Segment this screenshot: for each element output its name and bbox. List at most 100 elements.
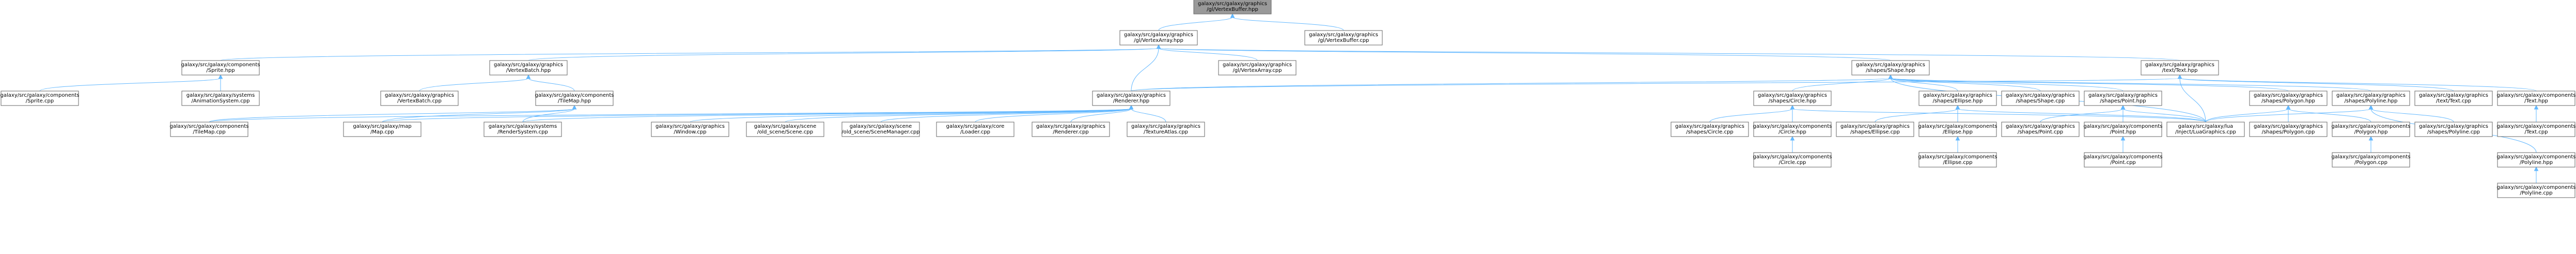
node-file[interactable]: galaxy/src/galaxy/components/Sprite.cpp [1, 91, 80, 106]
node-label-line: /Circle.cpp [1779, 160, 1806, 166]
node-label-line: galaxy/src/galaxy/components [2497, 154, 2576, 160]
node-label-line: galaxy/src/galaxy/graphics [2006, 124, 2075, 129]
node-file[interactable]: galaxy/src/galaxy/lua/Inject/LuaGraphics… [2166, 122, 2245, 137]
include-edge [220, 44, 1161, 61]
node-label-line: galaxy/src/galaxy/components [2497, 124, 2576, 129]
node-file[interactable]: galaxy/src/galaxy/components/Ellipse.cpp [1918, 152, 1997, 168]
node-file[interactable]: galaxy/src/galaxy/components/Polygon.hpp [2332, 122, 2411, 137]
node-label-line: galaxy/src/galaxy/components [2497, 185, 2576, 190]
node-file[interactable]: galaxy/src/galaxy/graphics/shapes/Point.… [2001, 122, 2080, 137]
include-edge [2120, 136, 2126, 153]
node-file[interactable]: galaxy/src/galaxy/graphics/gl/VertexArra… [1218, 60, 1297, 76]
include-edge [2040, 104, 2126, 123]
node-file[interactable]: galaxy/src/galaxy/graphics/shapes/Ellips… [1836, 122, 1914, 137]
node-file[interactable]: galaxy/src/galaxy/graphics/text/Text.cpp [2414, 91, 2493, 106]
node-box [343, 122, 421, 137]
node-label-line: galaxy/src/galaxy/components [1918, 154, 1997, 160]
include-edge [1070, 104, 1134, 123]
include-edge [1156, 44, 1891, 61]
node-file[interactable]: galaxy/src/galaxy/graphics/shapes/Polyli… [2332, 91, 2410, 106]
node-file[interactable]: galaxy/src/galaxy/graphics/gl/VertexArra… [1119, 30, 1198, 46]
node-file[interactable]: galaxy/src/galaxy/components/TileMap.cpp [170, 122, 249, 137]
include-edge [522, 104, 577, 123]
node-label-line: /shapes/Shape.hpp [1866, 68, 1915, 73]
include-edge [1156, 44, 2180, 61]
node-file[interactable]: galaxy/src/galaxy/components/TileMap.hpp [535, 91, 614, 106]
node-file[interactable]: galaxy/src/galaxy/graphics/text/Text.hpp [2141, 60, 2219, 76]
node-label-line: galaxy/src/galaxy/graphics [1675, 124, 1744, 129]
node-label-line: galaxy/src/galaxy/graphics [2145, 62, 2214, 68]
node-file[interactable]: galaxy/src/galaxy/graphics/Renderer.cpp [1032, 122, 1110, 137]
edge-arrowhead [1156, 44, 1161, 49]
node-file[interactable]: galaxy/src/galaxy/systems/RenderSystem.c… [483, 122, 562, 137]
node-box [2001, 122, 2080, 137]
node-file[interactable]: galaxy/src/galaxy/graphics/shapes/Circle… [1671, 122, 1749, 137]
node-file[interactable]: galaxy/src/galaxy/graphics/shapes/Shape.… [2001, 91, 2080, 106]
node-file[interactable]: galaxy/src/galaxy/scene/old_scene/Scene.… [746, 122, 824, 137]
node-file[interactable]: galaxy/src/galaxy/core/Loader.cpp [936, 122, 1014, 137]
node-box [1836, 122, 1914, 137]
node-label-line: galaxy/src/galaxy/scene [850, 124, 912, 129]
node-label-line: /Polygon.hpp [2354, 129, 2388, 135]
include-edge [528, 44, 1161, 61]
node-label-line: galaxy/src/galaxy/graphics [2254, 124, 2323, 129]
node-label-line: galaxy/src/galaxy/scene [754, 124, 817, 129]
node-file[interactable]: galaxy/src/galaxy/components/Point.cpp [2084, 152, 2163, 168]
node-file[interactable]: galaxy/src/galaxy/graphics/VertexBatch.c… [380, 91, 459, 106]
node-file[interactable]: galaxy/src/galaxy/components/Point.hpp [2084, 122, 2163, 137]
node-file[interactable]: galaxy/src/galaxy/graphics/shapes/Polygo… [2249, 91, 2328, 106]
node-label-line: /text/Text.cpp [2436, 98, 2471, 104]
node-file[interactable]: galaxy/src/galaxy/graphics/Window.cpp [651, 122, 729, 137]
node-label-line: /Ellipse.hpp [1943, 129, 1973, 135]
node-file[interactable]: galaxy/src/galaxy/graphics/gl/VertexBuff… [1304, 30, 1383, 46]
node-file[interactable]: galaxy/src/galaxy/components/Polygon.cpp [2332, 152, 2411, 168]
node-file[interactable]: galaxy/src/galaxy/graphics/VertexBatch.h… [489, 60, 568, 76]
node-label-line: galaxy/src/galaxy/graphics [1309, 32, 1378, 38]
node-file[interactable]: galaxy/src/galaxy/components/Polyline.cp… [2497, 183, 2576, 198]
node-file[interactable]: galaxy/src/galaxy/components/Circle.cpp [1753, 152, 1832, 168]
node-label-line: /shapes/Polygon.cpp [2262, 129, 2315, 135]
include-edge [1131, 44, 1161, 92]
node-box [489, 60, 568, 76]
node-file[interactable]: galaxy/src/galaxy/components/Polyline.hp… [2497, 152, 2576, 168]
node-file[interactable]: galaxy/src/galaxy/graphics/shapes/Shape.… [1851, 60, 1930, 76]
edge-arrowhead [526, 74, 531, 79]
node-label-line: /gl/VertexArray.cpp [1233, 68, 1282, 73]
edge-arrowhead [2368, 136, 2374, 141]
node-file[interactable]: galaxy/src/galaxy/graphics/shapes/Ellips… [1918, 91, 1997, 106]
include-edge [1888, 74, 1958, 92]
node-label-line: galaxy/src/galaxy/graphics [1036, 124, 1105, 129]
node-file[interactable]: galaxy/src/galaxy/scene/old_scene/SceneM… [841, 122, 920, 137]
edge-arrowhead [572, 104, 577, 110]
include-edge [1955, 104, 2206, 123]
node-label-line: /Sprite.cpp [26, 98, 54, 104]
node-box [2249, 122, 2328, 137]
include-edge [1158, 13, 1235, 31]
node-file[interactable]: galaxy/src/galaxy/graphics/shapes/Point.… [2084, 91, 2162, 106]
node-label-line: /Text.cpp [2525, 129, 2548, 135]
node-file[interactable]: galaxy/src/galaxy/systems/AnimationSyste… [181, 91, 260, 106]
node-file[interactable]: galaxy/src/galaxy/components/Ellipse.hpp [1918, 122, 1997, 137]
node-label-line: /Ellipse.cpp [1943, 160, 1972, 166]
node-label-line: galaxy/src/galaxy/components [181, 62, 260, 68]
node-file[interactable]: galaxy/src/galaxy/graphics/shapes/Circle… [1753, 91, 1832, 106]
include-edge [1792, 74, 1893, 92]
node-file[interactable]: galaxy/src/galaxy/map/Map.cpp [343, 122, 421, 137]
node-label-line: galaxy/src/galaxy/graphics [2419, 93, 2488, 98]
node-file[interactable]: galaxy/src/galaxy/components/Text.hpp [2497, 91, 2576, 106]
node-box [2414, 91, 2493, 106]
node-file[interactable]: galaxy/src/galaxy/components/Text.cpp [2497, 122, 2576, 137]
node-box [1, 91, 79, 106]
node-box [483, 122, 562, 137]
include-edge [2120, 104, 2206, 123]
node-file[interactable]: galaxy/src/galaxy/graphics/TextureAtlas.… [1127, 122, 1205, 137]
include-edge [880, 104, 1134, 123]
node-label-line: galaxy/src/galaxy/graphics [1124, 32, 1193, 38]
node-box [1918, 152, 1997, 168]
node-file[interactable]: galaxy/src/galaxy/components/Circle.hpp [1753, 122, 1832, 137]
node-label-line: /TileMap.hpp [558, 98, 591, 104]
node-file[interactable]: galaxy/src/galaxy/components/Sprite.hpp [181, 60, 260, 76]
node-file[interactable]: galaxy/src/galaxy/graphics/shapes/Polygo… [2249, 122, 2328, 137]
node-file[interactable]: galaxy/src/galaxy/graphics/Renderer.hpp [1092, 91, 1170, 106]
node-file[interactable]: galaxy/src/galaxy/graphics/shapes/Polyli… [2414, 122, 2493, 137]
